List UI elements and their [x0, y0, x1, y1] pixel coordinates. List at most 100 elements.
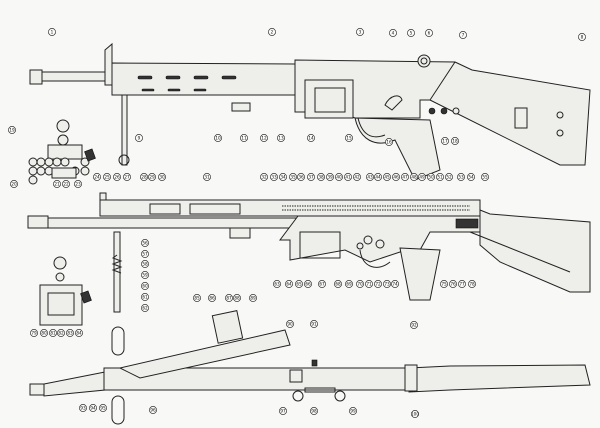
callout-circle	[240, 134, 248, 142]
callout-number: 65	[296, 282, 302, 287]
callout-82: 82	[57, 329, 65, 337]
callout-circle	[436, 173, 444, 181]
callout-number: 87	[226, 296, 232, 301]
callout-55: 55	[481, 173, 489, 181]
callout-circle	[307, 134, 315, 142]
callout-circle	[141, 293, 149, 301]
callout-94: 94	[89, 404, 97, 412]
callout-number: 10	[215, 136, 221, 141]
callout-circle	[468, 280, 476, 288]
callout-number: 36	[298, 175, 304, 180]
callout-circle	[270, 173, 278, 181]
callout-35: 35	[289, 173, 297, 181]
callout-58: 58	[141, 260, 149, 268]
callout-circle	[113, 173, 121, 181]
callout-number: 71	[366, 282, 372, 287]
callout-59: 59	[141, 271, 149, 279]
callout-number: 64	[286, 282, 292, 287]
callout-circle	[141, 260, 149, 268]
callout-circle	[89, 404, 97, 412]
callout-98: 98	[310, 407, 318, 415]
callout-32: 32	[260, 173, 268, 181]
callout-circle	[344, 173, 352, 181]
callout-number: 99	[350, 409, 356, 414]
callout-number: 32	[261, 175, 267, 180]
callout-73: 73	[383, 280, 391, 288]
callout-circle	[260, 173, 268, 181]
callout-number: 8	[581, 35, 584, 40]
callout-91: 91	[310, 320, 318, 328]
callout-circle	[451, 137, 459, 145]
callout-circle	[203, 173, 211, 181]
buttstock	[429, 61, 591, 166]
callout-circle	[268, 28, 276, 36]
callout-number: 4	[392, 31, 395, 36]
callout-16: 16	[385, 138, 393, 146]
callout-circle	[445, 173, 453, 181]
callout-circle	[48, 28, 56, 36]
callout-12: 12	[260, 134, 268, 142]
callout-88: 88	[233, 294, 241, 302]
callout-circle	[385, 138, 393, 146]
callout-71: 71	[365, 280, 373, 288]
callout-circle	[123, 173, 131, 181]
callout-circle	[310, 407, 318, 415]
callout-circle	[374, 173, 382, 181]
callout-number: 93	[80, 406, 86, 411]
callout-number: 17	[442, 139, 448, 144]
callout-circle	[383, 173, 391, 181]
callout-9: 9	[135, 134, 143, 142]
callout-44: 44	[374, 173, 382, 181]
callout-number: 56	[142, 241, 148, 246]
callout-57: 57	[141, 250, 149, 258]
callout-circle	[427, 173, 435, 181]
callout-83: 83	[66, 329, 74, 337]
callout-circle	[141, 304, 149, 312]
callout-15: 15	[345, 134, 353, 142]
callout-number: 70	[357, 282, 363, 287]
callout-number: 5	[410, 31, 413, 36]
callout-66: 66	[304, 280, 312, 288]
sectional-stock	[479, 209, 591, 293]
callout-circle	[273, 280, 281, 288]
callout-76: 76	[449, 280, 457, 288]
callout-24: 24	[93, 173, 101, 181]
callout-number: 96	[150, 408, 156, 413]
callout-92: 92	[410, 321, 418, 329]
callout-circle	[356, 280, 364, 288]
callout-68: 68	[334, 280, 342, 288]
callout-number: 72	[375, 282, 381, 287]
callout-number: 3	[359, 30, 362, 35]
callout-number: 40	[336, 175, 342, 180]
callout-number: 59	[142, 273, 148, 278]
callout-number: 55	[482, 175, 488, 180]
callout-number: 24	[94, 175, 100, 180]
callout-circle	[75, 329, 83, 337]
callout-number: 37	[308, 175, 314, 180]
callout-circle	[578, 33, 586, 41]
callout-100: 100	[411, 410, 419, 418]
pistol-grip	[354, 117, 441, 181]
callout-circle	[401, 173, 409, 181]
callout-number: 91	[311, 322, 317, 327]
callout-number: 61	[142, 295, 148, 300]
callout-number: 34	[280, 175, 286, 180]
callout-circle	[277, 134, 285, 142]
callout-89: 89	[249, 294, 257, 302]
callout-number: 44	[375, 175, 381, 180]
callout-10: 10	[214, 134, 222, 142]
callout-circle	[425, 29, 433, 37]
callout-circle	[383, 280, 391, 288]
callout-31: 31	[203, 173, 211, 181]
callout-number: 100	[411, 412, 419, 417]
callout-number: 14	[308, 136, 314, 141]
callout-84: 84	[75, 329, 83, 337]
callout-circle	[40, 329, 48, 337]
callout-circle	[481, 173, 489, 181]
callout-circle	[193, 294, 201, 302]
callout-63: 63	[273, 280, 281, 288]
front-sight-inset-bottom	[39, 256, 92, 326]
callout-22: 22	[62, 180, 70, 188]
callout-42: 42	[353, 173, 361, 181]
